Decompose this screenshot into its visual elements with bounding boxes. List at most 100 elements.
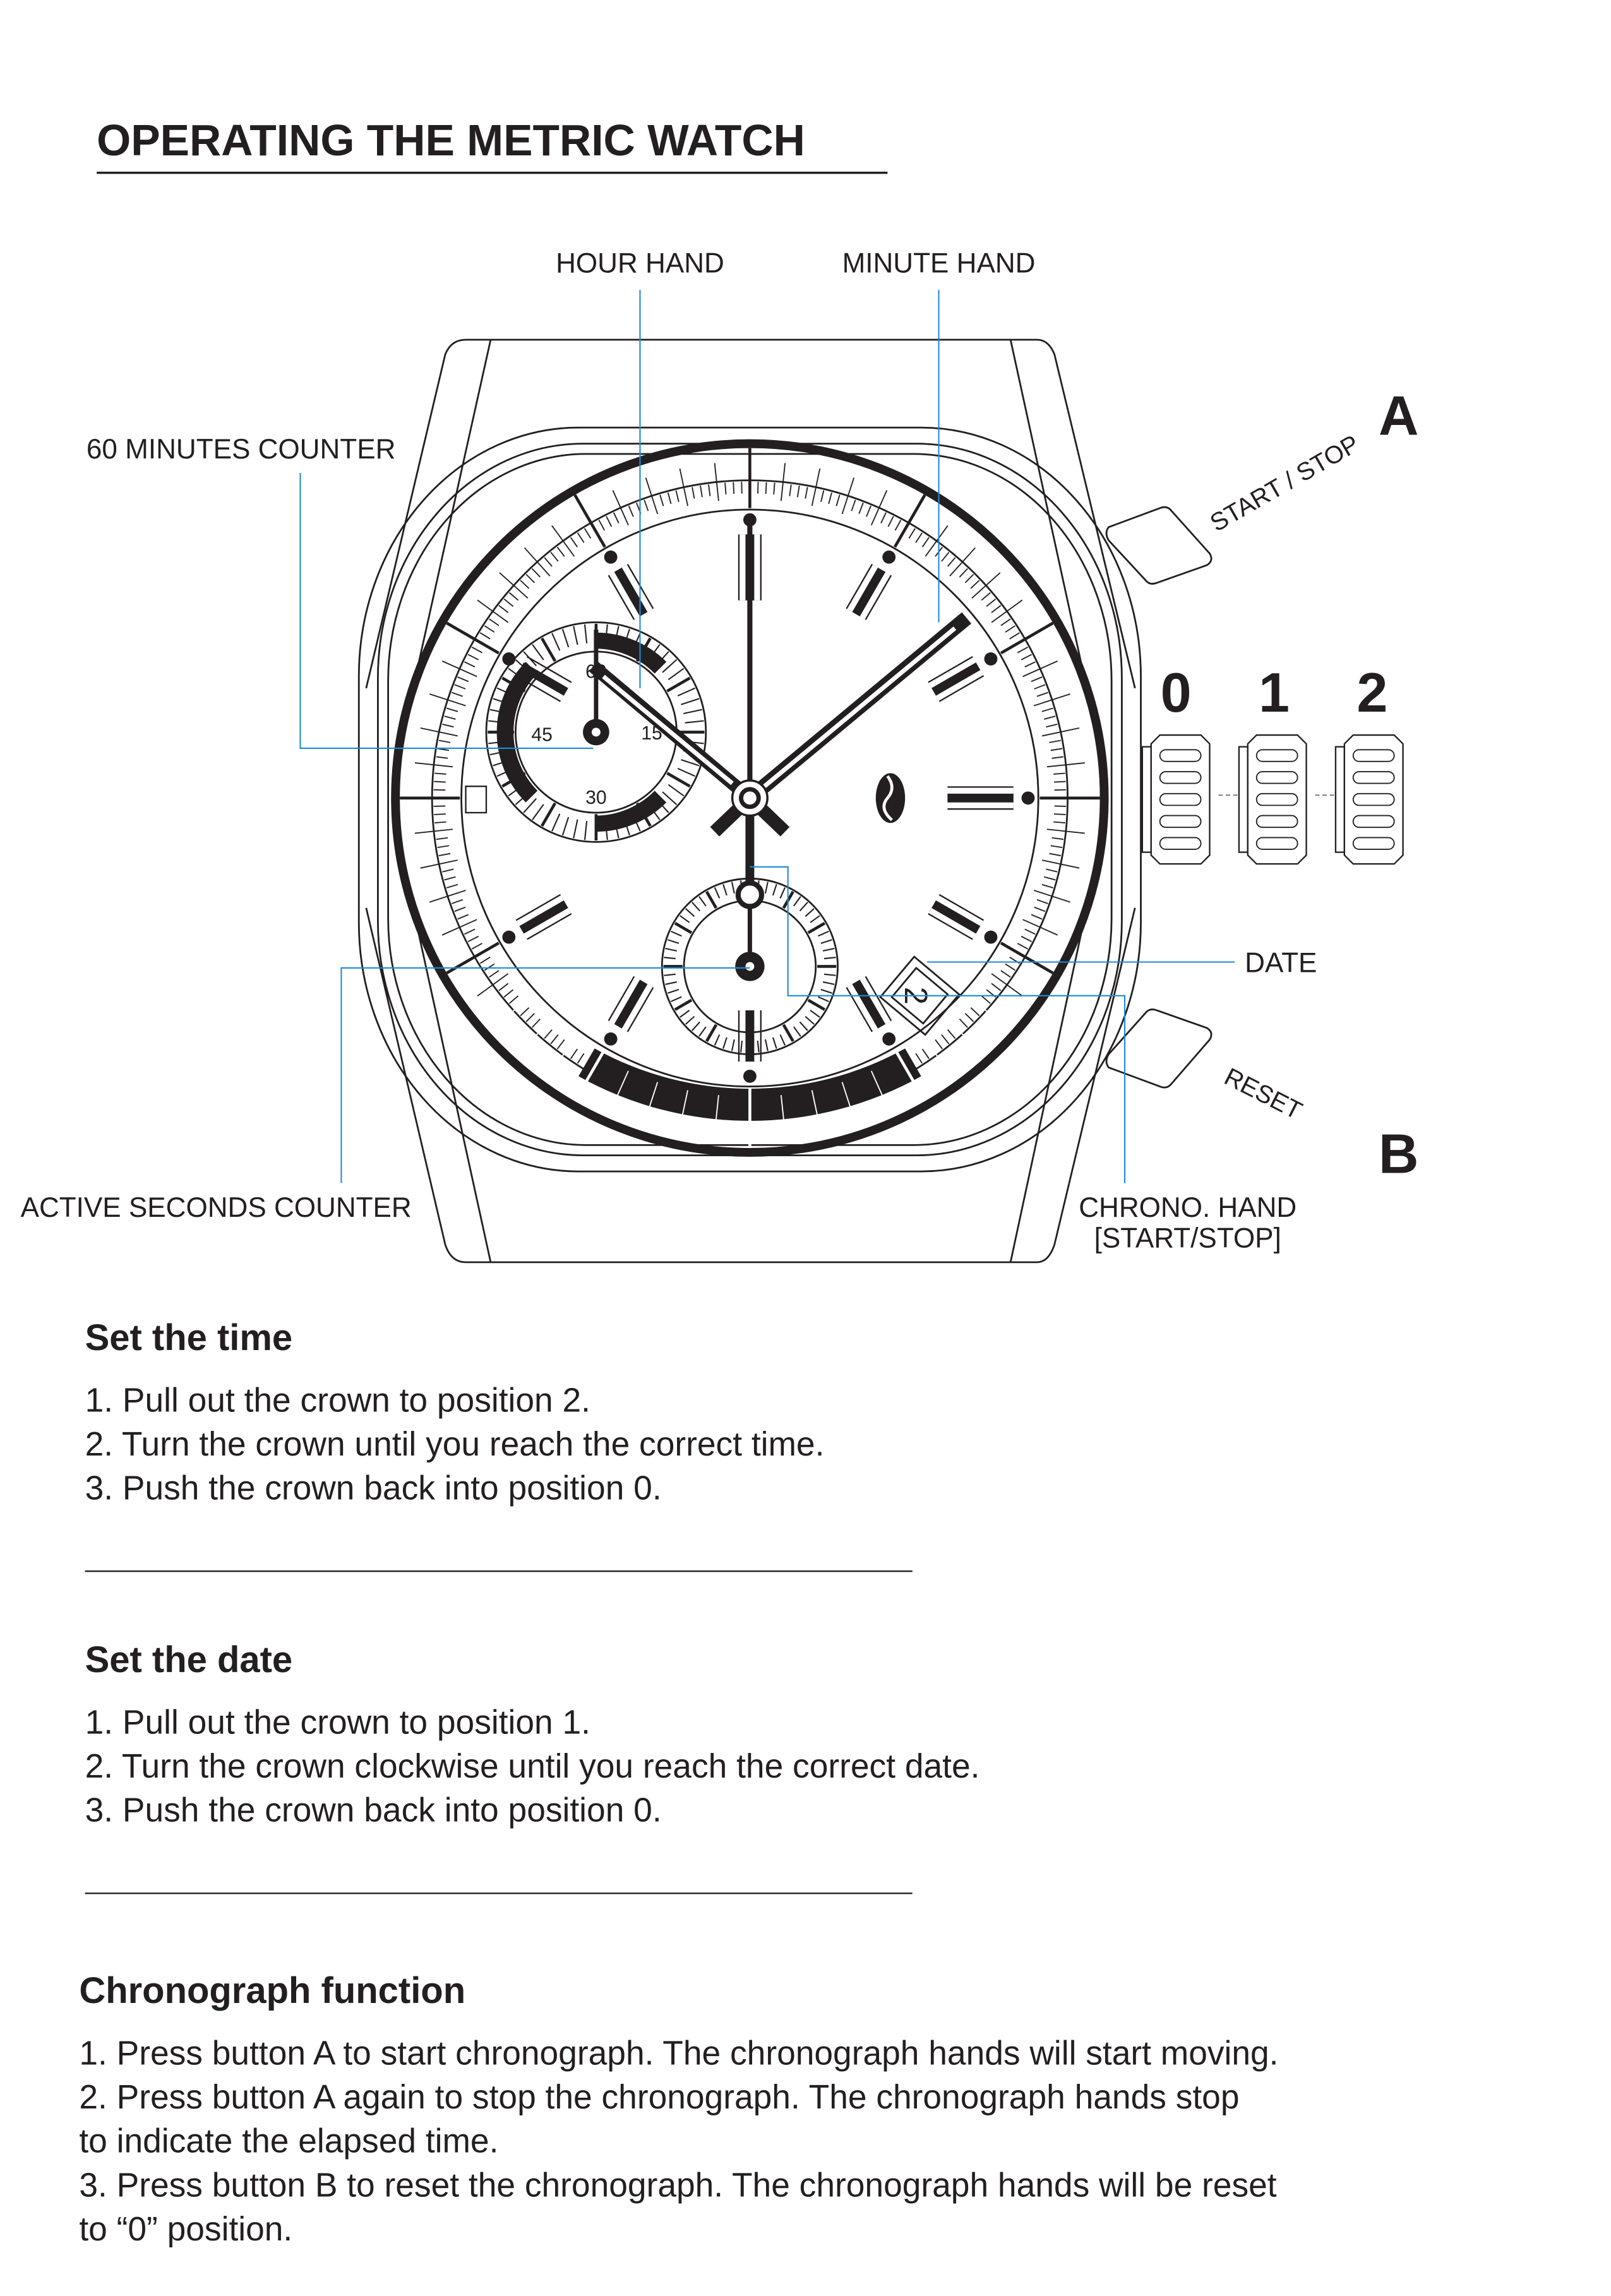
minute-track-tick — [964, 573, 974, 583]
minute-track-tick — [675, 490, 680, 503]
subdial-tick — [810, 1010, 820, 1018]
instruction-line: 2. Turn the crown until you reach the co… — [85, 1426, 825, 1463]
subdial-tick — [623, 816, 630, 835]
minute-track-tick — [1005, 963, 1015, 971]
chrono-hand-ring — [735, 880, 764, 909]
minute-track-tick — [551, 1039, 575, 1071]
minute-track-tick — [1046, 723, 1058, 728]
minute-track-tick — [613, 512, 620, 523]
crown-grip — [1352, 771, 1395, 784]
minute-track-tick — [446, 621, 500, 655]
instruction-line: 1. Press button A to start chronograph. … — [79, 2035, 1278, 2072]
subdial-tick — [807, 922, 826, 935]
minute-track-tick — [479, 957, 491, 964]
subdial-tick — [731, 882, 735, 894]
minutes-counter-pivot-center — [591, 727, 601, 737]
subdial-tick — [674, 998, 693, 1011]
subdial-tick — [740, 1040, 743, 1053]
minute-track-tick — [531, 568, 541, 578]
minute-track-tick — [484, 963, 495, 971]
subdial-tick — [681, 698, 700, 705]
subdial-tick — [501, 772, 526, 788]
minute-track-tick — [908, 1057, 916, 1068]
minute-track-tick — [893, 494, 926, 548]
crown-grip — [1159, 815, 1202, 828]
instruction-line: 3. Push the crown back into position 0. — [85, 1792, 662, 1829]
minute-track-tick — [921, 1048, 930, 1060]
subdial-tick — [648, 804, 661, 820]
label-chrono-hand: CHRONO. HAND — [1079, 1192, 1297, 1223]
minute-track-tick — [606, 1069, 613, 1080]
minute-track-tick — [796, 1099, 800, 1111]
subdial-tick — [541, 802, 556, 827]
subdial-tick — [508, 667, 525, 681]
minute-track-tick — [471, 943, 482, 950]
minute-track-tick — [1024, 928, 1036, 935]
heading-set-time: Set the time — [85, 1318, 293, 1358]
minute-track-tick — [700, 485, 703, 498]
minute-track-tick — [498, 983, 509, 991]
subdial-tick — [541, 637, 556, 662]
hour-marker-bar — [852, 567, 886, 617]
minute-track-tick — [577, 532, 585, 543]
hour-marker — [846, 976, 892, 1032]
minute-hand-lume — [763, 626, 957, 788]
minute-track-tick — [796, 485, 800, 498]
hour-marker — [465, 786, 488, 814]
minute-track-tick — [1050, 748, 1063, 751]
minute-track-tick — [429, 693, 466, 707]
minute-track-tick — [442, 723, 454, 728]
minute-track-tick — [970, 1007, 980, 1017]
subdial-tick — [793, 1026, 801, 1037]
label-crown-position-2: 2 — [1356, 661, 1387, 724]
subdial-tick — [655, 651, 669, 667]
instruction-line: 1. Pull out the crown to position 1. — [85, 1704, 590, 1742]
subdial-tick — [666, 772, 691, 788]
minute-track-tick — [949, 547, 976, 577]
minute-track-tick — [573, 1048, 606, 1102]
subdial-tick — [692, 1021, 701, 1031]
minute-track-tick — [1021, 935, 1033, 943]
subdial-tick — [680, 915, 690, 923]
label-minutes-counter: 60 MINUTES COUNTER — [87, 434, 395, 465]
minute-track-tick — [525, 573, 535, 583]
crown-grip — [1255, 815, 1298, 828]
minute-track-tick — [434, 821, 446, 824]
minute-track-tick — [438, 739, 451, 743]
minute-track-tick — [508, 995, 519, 1004]
minute-track-tick — [667, 492, 672, 505]
dial-edge — [460, 508, 1039, 1087]
subdial-tick — [698, 1026, 707, 1037]
label-date: DATE — [1245, 948, 1317, 979]
subdial-arc-top — [596, 632, 667, 674]
subdial-tick — [822, 947, 835, 952]
minute-track-tick — [1017, 943, 1029, 950]
heading-chronograph: Chronograph function — [79, 1971, 465, 2011]
minute-track-tick — [1036, 691, 1048, 697]
minute-track-tick — [866, 1079, 871, 1091]
minute-track-tick — [733, 482, 735, 494]
minute-track-tick — [644, 1085, 649, 1097]
minute-track-tick — [870, 490, 888, 526]
minute-track-tick — [1033, 693, 1070, 707]
minute-track-tick — [986, 598, 997, 607]
subdial-tick — [677, 687, 696, 697]
subdial-tick — [668, 667, 685, 681]
minute-track-tick — [464, 661, 476, 667]
seconds-pivot-center — [745, 962, 755, 971]
subdial-tick — [722, 884, 728, 896]
subdial-tick — [532, 644, 544, 661]
label-minute-hand: MINUTE HAND — [842, 248, 1036, 278]
hour-marker-bar — [931, 900, 981, 934]
minute-track-tick — [454, 684, 466, 690]
minute-track-tick — [442, 868, 454, 873]
crown-body — [1247, 734, 1307, 865]
minute-track-tick — [451, 691, 464, 697]
hour-marker-bar — [614, 979, 648, 1029]
minute-track-tick — [531, 1019, 541, 1028]
subdial-tick — [632, 813, 641, 832]
minute-track-tick — [477, 599, 509, 623]
minute-track-tick — [457, 914, 469, 920]
heading-set-date: Set the date — [85, 1640, 293, 1680]
minute-track-tick — [841, 477, 855, 515]
